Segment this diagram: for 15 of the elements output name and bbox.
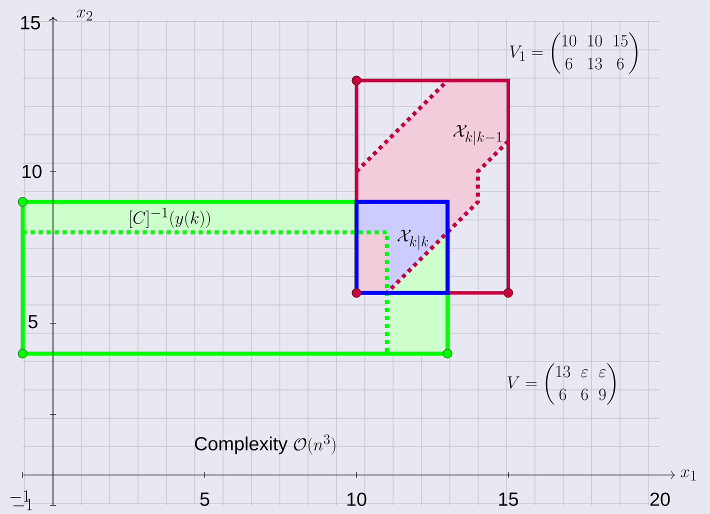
matrix-formula: $V_1 = \begin{pmatrix}10 & 10 & 15\\ 6 & 13 & 6\end{pmatrix}$ [510,32,638,74]
matrix-formula: $V = \begin{pmatrix}13 & \varepsilon & \varepsilon\\ 6 & 6 & 9\end{pmatrix}$ [508,363,616,405]
tick-label: 15 [21,16,40,30]
tick-label: 5 [28,315,38,328]
tick-label: 5 [200,492,210,506]
tick-label: 15 [499,492,518,506]
axis-label: $x_2$ [76,10,92,21]
set-label: $\mathcal{X}_{k|k-1}$ [454,124,502,146]
axis-label: $x_1$ [680,469,696,480]
tick-label: 20 [650,492,670,506]
tick-label: 10 [347,492,366,506]
tick-label: 10 [22,164,42,178]
complexity-note: $\text{Complexity } \mathcal{O}(n^3)$ [194,434,336,455]
set-label: $[C]^{-1}(y(k))$ [130,208,210,228]
set-label: $\mathcal{X}_{k|k}$ [398,230,428,250]
